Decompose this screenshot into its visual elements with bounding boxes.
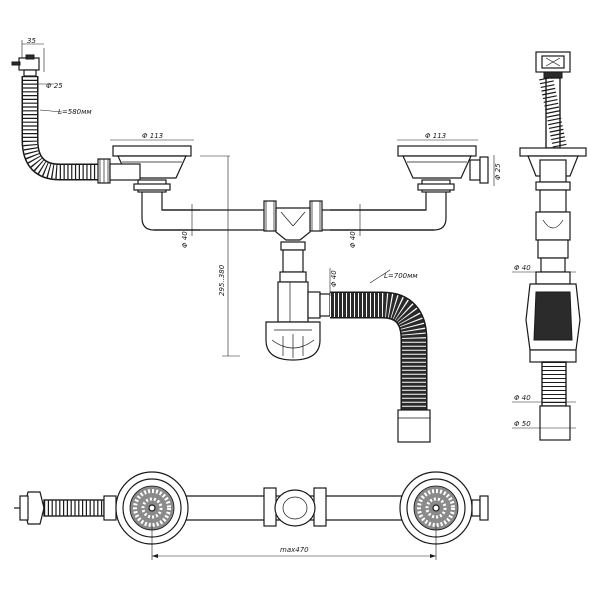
top-overflow-fitting: [14, 491, 45, 525]
side-dimensions: [512, 271, 576, 429]
front-dimension-labels: 35 Φ 25 L=580мм Φ 113 Φ 113 Φ 25 Φ 40 Φ …: [27, 37, 502, 296]
overflow-hose: [21, 76, 111, 184]
top-left-strainer: [115, 471, 189, 545]
side-outlet-hose: [539, 361, 571, 441]
top-horizontal-pipe: [186, 487, 402, 527]
outlet-hose: [319, 291, 431, 443]
side-view: Φ 40 Φ 40 Φ 50: [512, 51, 587, 441]
label-left-pipe-diameter: Φ 40: [181, 231, 189, 248]
side-dimension-labels: Φ 40 Φ 40 Φ 50: [514, 264, 531, 428]
front-view: 35 Φ 25 L=580мм Φ 113 Φ 113 Φ 25 Φ 40 Φ …: [11, 37, 502, 443]
front-dimensions: [21, 40, 495, 357]
label-right-outlet-diameter: Φ 113: [425, 132, 446, 140]
label-height-range: 295..380: [218, 264, 226, 296]
side-overflow-grille: [535, 51, 571, 79]
label-hose-diameter: Φ 25: [46, 82, 63, 90]
top-overflow-hose: [43, 495, 117, 521]
label-right-overflow-diameter: Φ 25: [494, 163, 502, 180]
label-side-bottom-diameter: Φ 40: [514, 394, 531, 402]
top-dimension: max470: [151, 526, 437, 560]
label-side-outlet-diameter: Φ 50: [514, 420, 531, 428]
label-left-outlet-diameter: Φ 113: [142, 132, 163, 140]
right-sink-outlet: [397, 145, 489, 184]
right-drop-pipe: [330, 179, 455, 231]
top-right-strainer: [399, 471, 489, 545]
label-side-top-diameter: Φ 40: [514, 264, 531, 272]
side-bottle-trap: [525, 271, 581, 363]
label-mid-pipe-diameter: Φ 40: [349, 231, 357, 248]
label-max-distance: max470: [280, 546, 309, 554]
top-view: max470: [14, 471, 489, 560]
side-sink-outlet: [519, 147, 587, 191]
tee-fitting: [263, 200, 323, 283]
bottle-trap: [265, 281, 321, 361]
side-overflow-hose: [539, 76, 567, 150]
horizontal-pipe: [154, 209, 434, 231]
label-hose-length-580: L=580мм: [58, 108, 92, 116]
label-hose-length-700: L=700мм: [384, 272, 418, 280]
side-tee: [535, 189, 571, 273]
label-outlet-diameter: Φ 40: [330, 270, 338, 287]
label-width-35: 35: [27, 37, 36, 45]
left-drop-pipe: [133, 179, 200, 231]
left-sink-outlet: [109, 145, 192, 181]
overflow-fitting: [11, 48, 45, 77]
